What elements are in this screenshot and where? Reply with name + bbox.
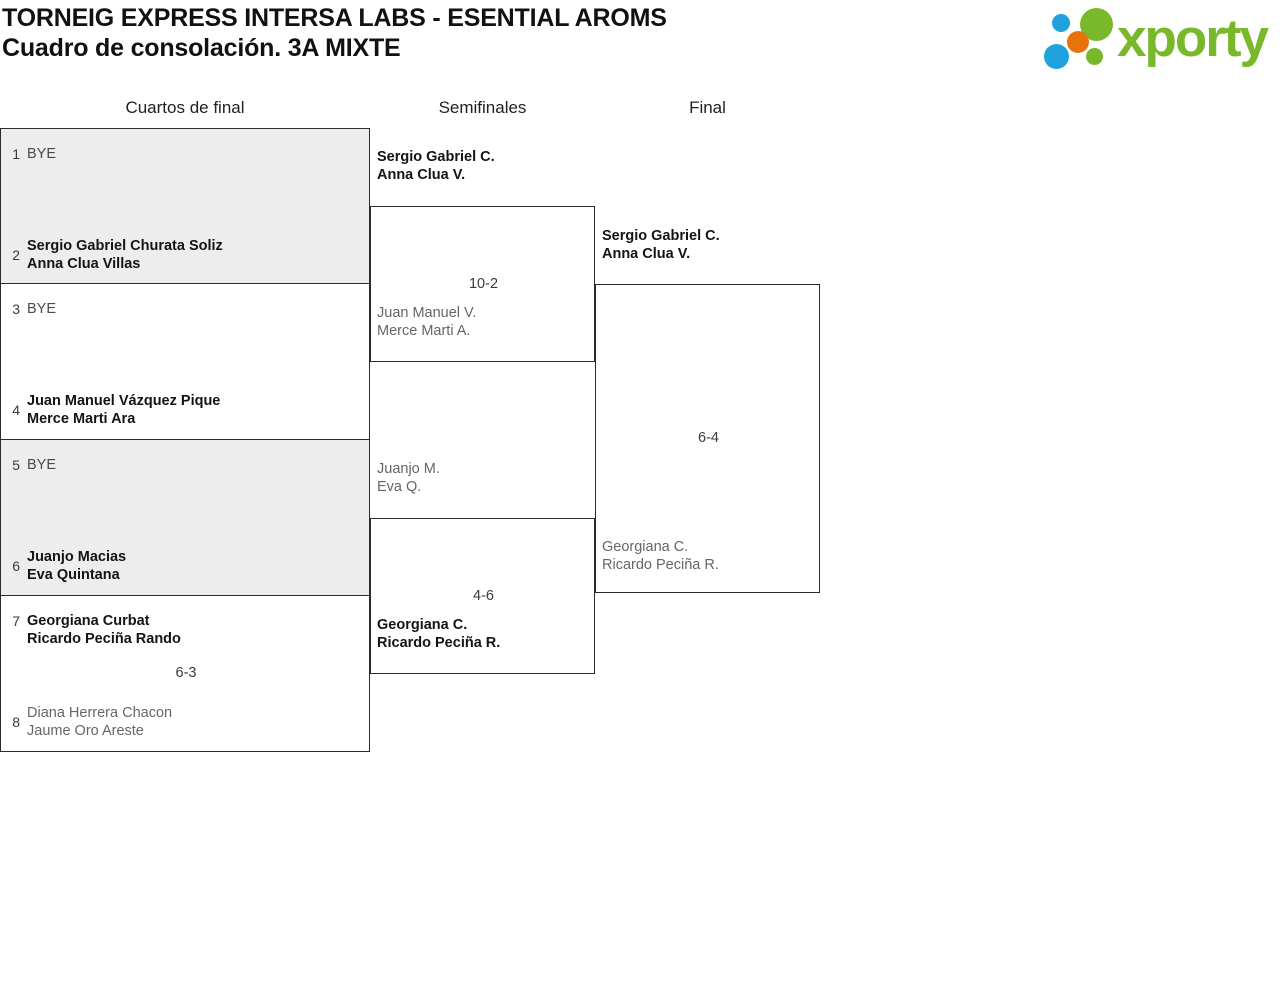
match-slot-top[interactable]: 1 BYE bbox=[1, 145, 369, 164]
player-line-1: BYE bbox=[27, 457, 57, 473]
seed-number: 5 bbox=[12, 457, 20, 473]
logo-dot-orange-icon bbox=[1067, 31, 1089, 53]
player-line-1: Sergio Gabriel Churata Soliz bbox=[27, 238, 223, 254]
player-names: Sergio Gabriel Churata Soliz Anna Clua V… bbox=[27, 237, 223, 273]
match-slot-bottom[interactable]: 4 Juan Manuel Vázquez Pique Merce Marti … bbox=[1, 392, 369, 428]
match-r1-2[interactable]: 3 BYE 4 Juan Manuel Vázquez Pique Merce … bbox=[0, 284, 370, 440]
player-line-1: Juan Manuel Vázquez Pique bbox=[27, 393, 221, 409]
semifinal-1-top-player-names: Sergio Gabriel C. Anna Clua V. bbox=[377, 148, 495, 184]
player-line-2: Eva Q. bbox=[377, 479, 422, 495]
player-line-1: Georgiana Curbat bbox=[27, 613, 150, 629]
match-score: 6-3 bbox=[175, 665, 197, 681]
bracket-subtitle: Cuadro de consolación. 3A MIXTE bbox=[2, 34, 401, 62]
match-slot-bottom[interactable]: 6 Juanjo Macias Eva Quintana bbox=[1, 548, 369, 584]
match-r2-1[interactable]: 10-2 bbox=[370, 206, 595, 362]
match-slot-bottom[interactable]: 8 Diana Herrera Chacon Jaume Oro Areste bbox=[1, 704, 369, 740]
seed-number: 2 bbox=[12, 247, 20, 263]
player-line-2: Jaume Oro Areste bbox=[27, 723, 144, 739]
final-bottom-player-names: Georgiana C. Ricardo Peciña R. bbox=[602, 538, 719, 574]
player-names: Juan Manuel Vázquez Pique Merce Marti Ar… bbox=[27, 392, 220, 428]
player-names: BYE bbox=[27, 145, 56, 163]
match-score: 6-4 bbox=[698, 430, 719, 446]
xporty-logo[interactable]: xporty bbox=[1041, 8, 1273, 70]
match-r1-1[interactable]: 1 BYE 2 Sergio Gabriel Churata Soliz Ann… bbox=[0, 128, 370, 284]
player-names: BYE bbox=[27, 456, 56, 474]
player-line-2: Anna Clua V. bbox=[377, 167, 466, 183]
final-top-player-names: Sergio Gabriel C. Anna Clua V. bbox=[602, 227, 720, 263]
match-slot-bottom[interactable]: 2 Sergio Gabriel Churata Soliz Anna Clua… bbox=[1, 237, 369, 273]
match-r1-3[interactable]: 5 BYE 6 Juanjo Macias Eva Quintana bbox=[0, 440, 370, 596]
logo-dots-icon bbox=[1041, 8, 1127, 70]
semifinal-2-top-player-names: Juanjo M. Eva Q. bbox=[377, 460, 440, 496]
player-names: Diana Herrera Chacon Jaume Oro Areste bbox=[27, 704, 172, 740]
seed-number: 1 bbox=[12, 146, 20, 162]
player-line-1: BYE bbox=[27, 301, 57, 317]
player-line-1: Juanjo M. bbox=[377, 461, 440, 477]
player-names: Georgiana Curbat Ricardo Peciña Rando bbox=[27, 612, 181, 648]
round-header-semifinals: Semifinales bbox=[438, 98, 527, 117]
match-score: 4-6 bbox=[473, 588, 494, 604]
round-header-quarterfinals: Cuartos de final bbox=[125, 98, 245, 117]
semifinal-1-bottom-player-names: Juan Manuel V. Merce Marti A. bbox=[377, 304, 476, 340]
round-header-final: Final bbox=[689, 98, 726, 117]
seed-number: 6 bbox=[12, 558, 20, 574]
player-line-2: Ricardo Peciña Rando bbox=[27, 631, 181, 647]
seed-number: 7 bbox=[12, 613, 20, 629]
seed-number: 8 bbox=[12, 714, 20, 730]
player-line-2: Eva Quintana bbox=[27, 567, 120, 583]
player-names: Juanjo Macias Eva Quintana bbox=[27, 548, 126, 584]
logo-wordmark: xporty bbox=[1117, 9, 1269, 68]
player-line-1: BYE bbox=[27, 146, 57, 162]
semifinal-2-bottom-player-names: Georgiana C. Ricardo Peciña R. bbox=[377, 616, 500, 652]
player-line-1: Juan Manuel V. bbox=[377, 305, 477, 321]
match-r1-4[interactable]: 7 Georgiana Curbat Ricardo Peciña Rando … bbox=[0, 596, 370, 752]
seed-number: 3 bbox=[12, 301, 20, 317]
player-line-2: Anna Clua V. bbox=[602, 246, 691, 262]
player-line-1: Sergio Gabriel C. bbox=[377, 149, 495, 165]
match-r3-final[interactable]: 6-4 bbox=[595, 284, 820, 593]
player-line-2: Ricardo Peciña R. bbox=[602, 557, 719, 573]
page-title: TORNEIG EXPRESS INTERSA LABS - ESENTIAL … bbox=[2, 3, 982, 63]
player-line-2: Ricardo Peciña R. bbox=[377, 635, 501, 651]
logo-dot-blue-small-icon bbox=[1052, 14, 1070, 32]
player-line-2: Merce Marti A. bbox=[377, 323, 471, 339]
logo-dot-green-small-icon bbox=[1086, 48, 1103, 65]
player-line-1: Sergio Gabriel C. bbox=[602, 228, 720, 244]
player-line-1: Georgiana C. bbox=[602, 539, 689, 555]
seed-number: 4 bbox=[12, 402, 20, 418]
match-slot-top[interactable]: 7 Georgiana Curbat Ricardo Peciña Rando bbox=[1, 612, 369, 648]
player-line-1: Georgiana C. bbox=[377, 617, 468, 633]
player-line-1: Juanjo Macias bbox=[27, 549, 127, 565]
match-slot-top[interactable]: 5 BYE bbox=[1, 456, 369, 475]
match-r2-2[interactable]: 4-6 bbox=[370, 518, 595, 674]
logo-dot-blue-large-icon bbox=[1044, 44, 1069, 69]
match-score: 10-2 bbox=[468, 276, 499, 292]
page-header: TORNEIG EXPRESS INTERSA LABS - ESENTIAL … bbox=[0, 0, 1280, 92]
player-line-1: Diana Herrera Chacon bbox=[27, 705, 173, 721]
player-names: BYE bbox=[27, 300, 56, 318]
player-line-2: Merce Marti Ara bbox=[27, 411, 136, 427]
player-line-2: Anna Clua Villas bbox=[27, 256, 141, 272]
tournament-name: TORNEIG EXPRESS INTERSA LABS - ESENTIAL … bbox=[2, 4, 667, 32]
match-slot-top[interactable]: 3 BYE bbox=[1, 300, 369, 319]
